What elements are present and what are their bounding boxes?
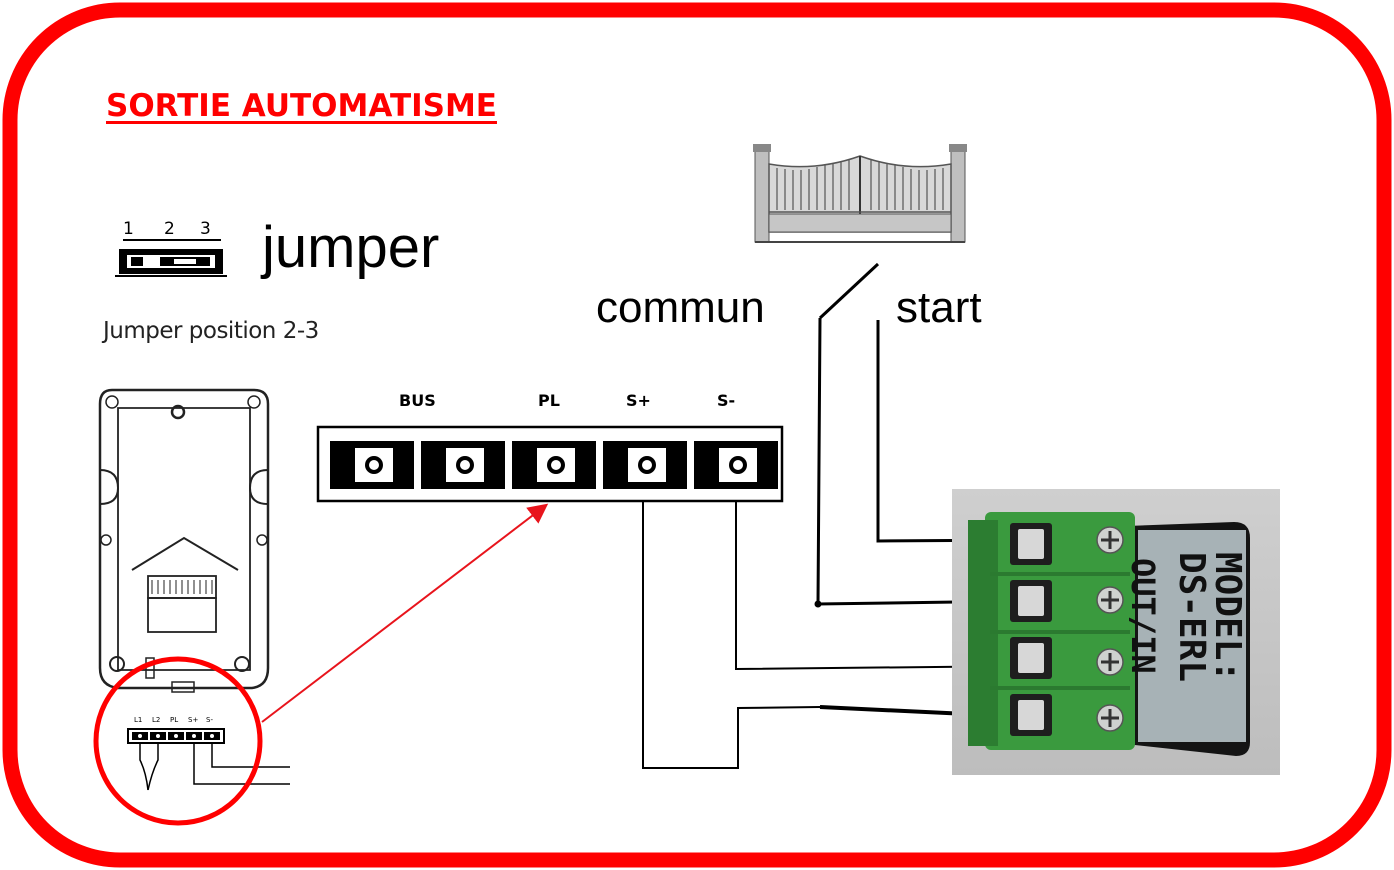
mini-label-sminus: S- xyxy=(206,716,213,724)
page-title: SORTIE AUTOMATISME xyxy=(106,88,497,124)
terminal-label-splus: S+ xyxy=(626,391,651,410)
mini-label-splus: S+ xyxy=(188,716,199,724)
terminal-label-pl: PL xyxy=(538,391,560,410)
jumper-pin-1: 1 xyxy=(123,219,134,239)
panel-terminal-strip xyxy=(127,728,290,791)
jumper-pin-3: 3 xyxy=(200,219,211,239)
highlight-circle xyxy=(93,656,263,826)
mini-label-l1: L1 xyxy=(134,716,143,724)
relay-model-line2: DS-ERL xyxy=(1171,552,1212,683)
mini-label-l2: L2 xyxy=(152,716,161,724)
jumper-pin-2: 2 xyxy=(164,219,175,239)
mini-label-pl: PL xyxy=(170,716,179,724)
start-label: start xyxy=(896,283,982,332)
jumper-position-text: Jumper position 2-3 xyxy=(103,318,319,344)
terminal-block xyxy=(316,425,784,503)
intercom-panel-icon xyxy=(98,388,270,693)
gate-icon xyxy=(753,144,967,243)
relay-io-label: OUT/IN xyxy=(1124,558,1162,674)
switch-icon xyxy=(818,262,880,320)
relay-module-photo xyxy=(952,489,1280,775)
jumper-icon xyxy=(115,239,227,277)
terminal-label-sminus: S- xyxy=(717,391,736,410)
terminal-label-bus: BUS xyxy=(399,391,436,410)
commun-label: commun xyxy=(596,283,765,332)
zoom-arrow xyxy=(261,503,549,723)
relay-model-line1: MODEL: xyxy=(1207,552,1248,683)
jumper-label: jumper xyxy=(262,215,440,280)
